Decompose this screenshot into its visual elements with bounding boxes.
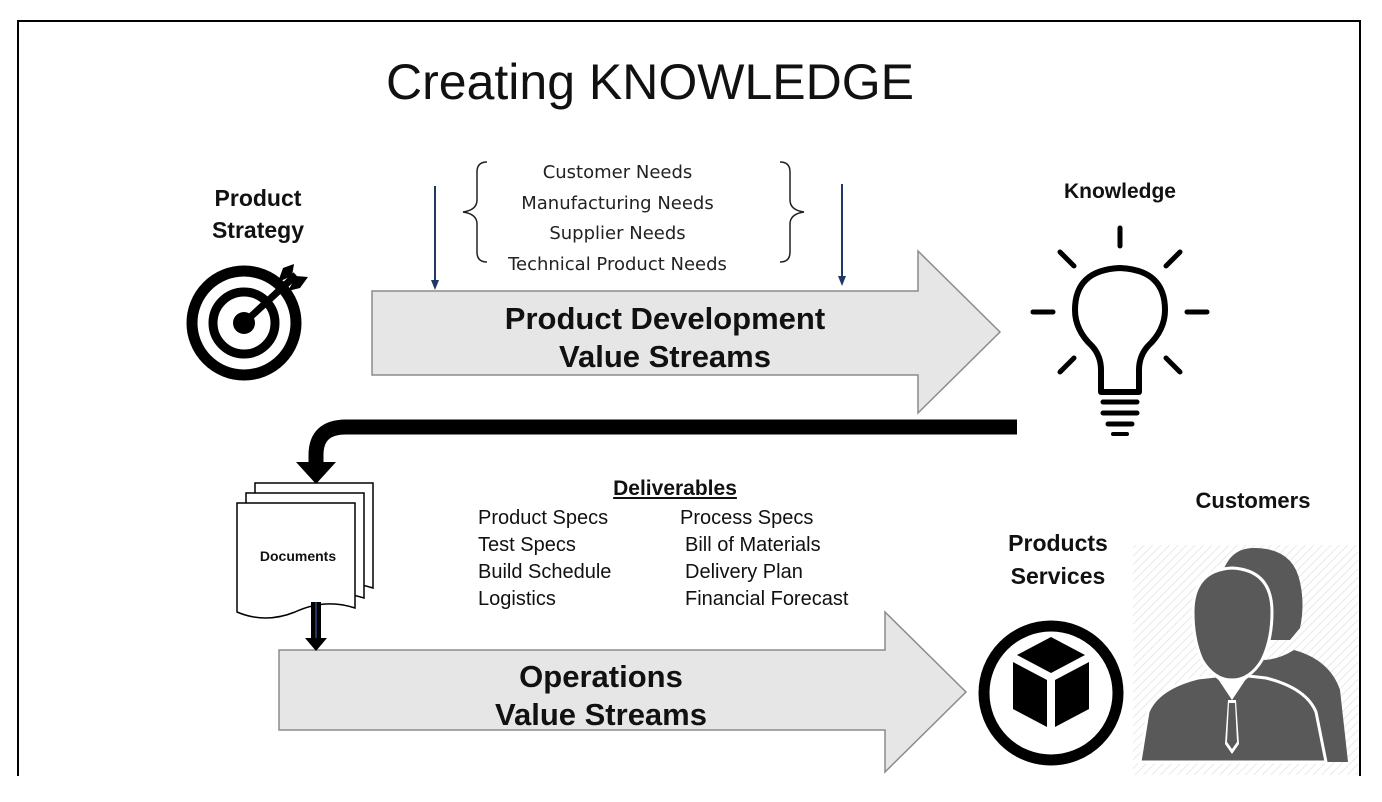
deliverable-item: Product Specs	[478, 507, 609, 529]
knowledge-to-documents-connector	[296, 419, 1017, 484]
needs-item-customer: Customer Needs	[542, 162, 693, 183]
needs-input-arrow-right	[838, 184, 846, 286]
product-box-icon	[978, 620, 1124, 766]
needs-item-supplier: Supplier Needs	[549, 223, 686, 244]
deliverables-title: Deliverables	[613, 477, 737, 500]
customers-label: Customers	[1195, 488, 1311, 513]
deliverables-right-column: Process Specs Bill of Materials Delivery…	[680, 505, 848, 613]
documents-icon	[236, 482, 374, 619]
lightbulb-icon	[1030, 225, 1210, 436]
customers-icon	[1138, 548, 1348, 764]
product-development-arrow	[371, 249, 1002, 415]
deliverable-item: Process Specs	[680, 507, 814, 529]
left-brace	[462, 161, 488, 263]
documents-label: Documents	[259, 548, 337, 564]
needs-item-manufacturing: Manufacturing Needs	[521, 192, 714, 214]
needs-input-arrow-left	[431, 186, 439, 290]
target-icon	[186, 264, 308, 381]
operations-arrow	[278, 610, 968, 774]
product-development-value-streams-label: Product Development Value Streams	[504, 301, 826, 374]
needs-item-technical: Technical Product Needs	[508, 253, 727, 275]
products-services-label: Products Services	[1008, 530, 1108, 589]
product-strategy-label: Product Strategy	[211, 185, 305, 243]
deliverable-item: Financial Forecast	[685, 588, 849, 610]
deliverables-left-column: Product Specs Test Specs Build Schedule …	[478, 505, 611, 613]
right-brace	[779, 161, 805, 263]
deliverable-item: Delivery Plan	[685, 561, 803, 583]
deliverable-item: Test Specs	[478, 534, 576, 556]
deliverable-item: Logistics	[478, 588, 556, 610]
operations-value-streams-label: Operations Value Streams	[495, 659, 707, 732]
needs-list: Customer Needs Manufacturing Needs Suppl…	[495, 158, 740, 280]
documents-down-arrow	[305, 602, 327, 651]
deliverable-item: Bill of Materials	[685, 534, 821, 556]
page-title: Creating KNOWLEDGE	[386, 54, 914, 110]
deliverable-item: Build Schedule	[478, 561, 612, 583]
knowledge-label: Knowledge	[1063, 180, 1176, 203]
